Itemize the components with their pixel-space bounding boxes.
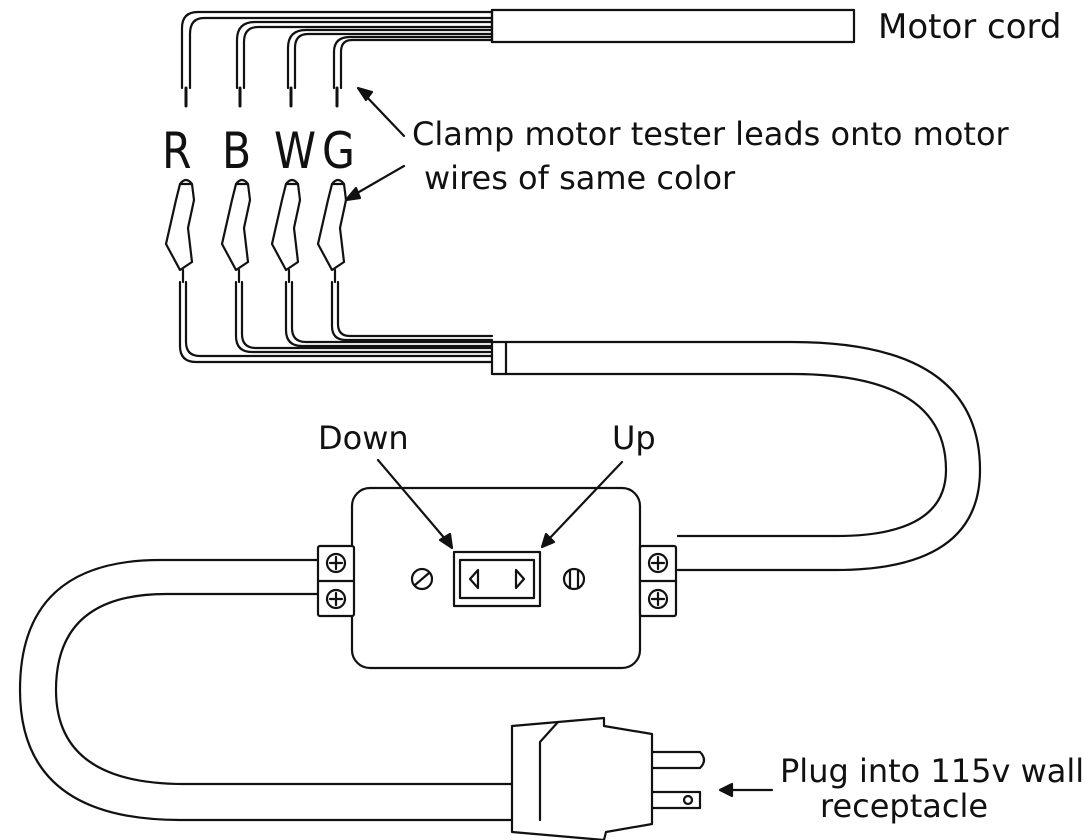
- annotation-arrows: [344, 86, 774, 798]
- down-arrow-icon: [468, 568, 480, 590]
- tester-cord: [490, 340, 982, 572]
- power-plug: [510, 716, 706, 840]
- alligator-clip-g: [316, 178, 348, 284]
- wire-letter-w: W: [274, 122, 317, 180]
- direction-switch[interactable]: [452, 550, 542, 608]
- clamp-screw-icons: [325, 552, 669, 610]
- plug-instruction-line2: receptacle: [820, 787, 989, 825]
- power-cord: [18, 558, 514, 822]
- alligator-clip-w: [270, 178, 302, 284]
- wire-letter-b: B: [222, 122, 252, 180]
- motor-cord: [490, 8, 856, 44]
- wire-letter-g: G: [322, 122, 355, 180]
- wire-letter-r: R: [162, 122, 192, 180]
- box-screw-icons: [410, 567, 586, 591]
- up-arrow-icon: [514, 568, 526, 590]
- alligator-clip-b: [220, 178, 252, 284]
- motor-wires: [180, 10, 494, 108]
- clamp-instruction-line1: Clamp motor tester leads onto motor: [412, 115, 1009, 153]
- plug-instruction-line1: Plug into 115v wall: [780, 752, 1084, 790]
- up-label: Up: [612, 419, 656, 457]
- down-label: Down: [318, 419, 409, 457]
- tester-leads: [178, 280, 494, 364]
- motor-cord-label: Motor cord: [878, 7, 1062, 47]
- alligator-clip-r: [164, 178, 196, 284]
- clamp-instruction-line2: wires of same color: [424, 159, 736, 197]
